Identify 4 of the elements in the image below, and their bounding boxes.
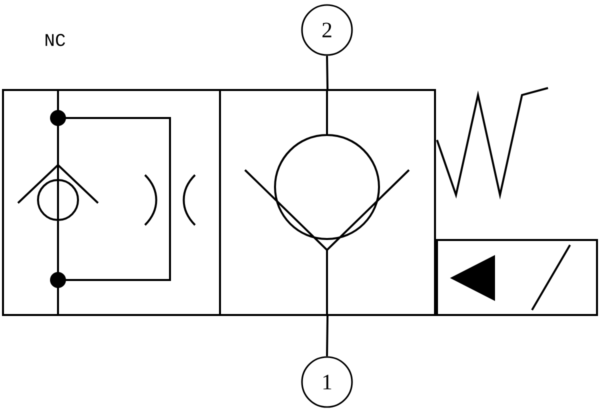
valve-envelope-box — [219, 89, 436, 316]
port-line — [326, 56, 328, 90]
state-label: NC — [46, 34, 66, 46]
port-line — [326, 316, 328, 356]
